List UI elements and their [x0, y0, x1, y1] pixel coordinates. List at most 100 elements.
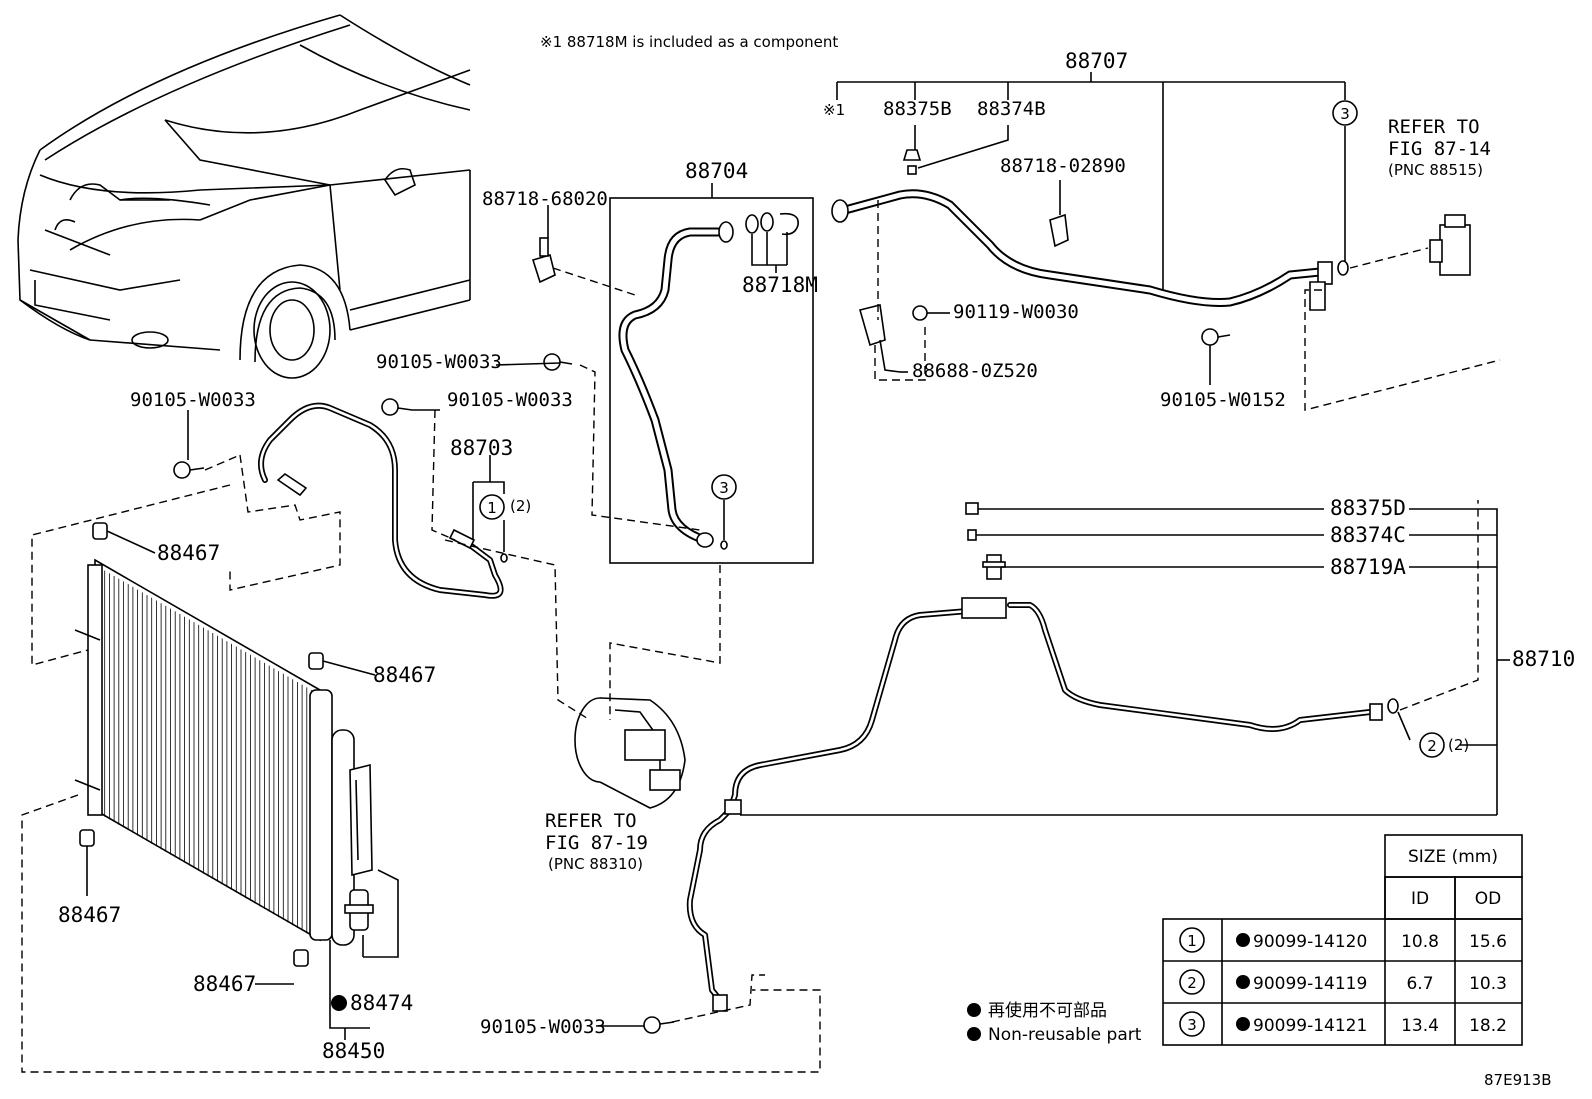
- label-88375B: 88375B: [883, 98, 952, 120]
- svg-text:REFER TO: REFER TO: [545, 810, 637, 832]
- cooler-pipe-88707: [831, 189, 1349, 311]
- label-88467-d: 88467: [193, 972, 256, 996]
- size-col-od: OD: [1475, 889, 1501, 909]
- size-header: SIZE (mm): [1408, 847, 1498, 867]
- label-88718-02890: 88718-02890: [1000, 155, 1126, 177]
- label-88703: 88703: [450, 436, 513, 460]
- refer-note-expansion-valve: REFER TO FIG 87-14 (PNC 88515): [1388, 116, 1491, 179]
- label-88467-a: 88467: [157, 541, 220, 565]
- svg-text:2: 2: [1187, 974, 1197, 992]
- table-row: 1 90099-14120 10.8 15.6: [1179, 927, 1507, 953]
- bolt-90119: [912, 305, 937, 321]
- bushing-88467-d: [293, 949, 309, 967]
- svg-text:3: 3: [1187, 1016, 1197, 1034]
- drier-element-88474: [344, 763, 374, 931]
- svg-text:90099-14119: 90099-14119: [1253, 974, 1367, 994]
- svg-text:(PNC 88515): (PNC 88515): [1388, 161, 1483, 179]
- suction-hose-88704: [609, 197, 814, 564]
- label-90105-w0033-a: 90105-W0033: [376, 351, 502, 373]
- svg-text:90099-14121: 90099-14121: [1253, 1016, 1367, 1036]
- label-qty-2-b: (2): [1448, 736, 1469, 754]
- part-labels: 88707 ※1 88375B 88374B 88718-02890 90119…: [58, 49, 1575, 1063]
- svg-text:13.4: 13.4: [1401, 1016, 1439, 1036]
- circled-number-3-top: 3: [1332, 100, 1358, 126]
- svg-text:(PNC 88310): (PNC 88310): [548, 855, 643, 873]
- label-88467-c: 88467: [58, 903, 121, 927]
- compressor: [574, 697, 686, 809]
- liquid-tube-88710: [686, 597, 1399, 1012]
- svg-text:FIG 87-14: FIG 87-14: [1388, 138, 1491, 160]
- bushing-88467-b: [308, 652, 324, 670]
- non-reusable-dot-88474: [331, 995, 347, 1011]
- label-88707: 88707: [1065, 49, 1128, 73]
- table-row: 2 90099-14119 6.7 10.3: [1179, 969, 1507, 995]
- label-90105-w0033-c: 90105-W0033: [130, 389, 256, 411]
- discharge-hose-88703: [258, 402, 504, 599]
- label-88718M: 88718M: [742, 273, 818, 297]
- bolt-90105-a: [543, 353, 573, 371]
- svg-text:10.3: 10.3: [1469, 974, 1507, 994]
- o-ring-markers: [500, 540, 728, 563]
- label-mark1: ※1: [823, 101, 845, 119]
- label-88450: 88450: [322, 1039, 385, 1063]
- svg-text:3: 3: [1340, 105, 1350, 123]
- label-88719A: 88719A: [1330, 555, 1406, 579]
- label-88688-0z520: 88688-0Z520: [912, 360, 1038, 382]
- bracket-88688: [859, 304, 901, 373]
- vehicle-illustration: [17, 14, 471, 379]
- expansion-valve: [1429, 214, 1471, 276]
- size-table: SIZE (mm) ID OD 1 90099-14120 10.8 15.6 …: [1162, 834, 1523, 1046]
- bushing-88467-a: [92, 522, 108, 540]
- svg-text:FIG 87-19: FIG 87-19: [545, 832, 648, 854]
- svg-text:6.7: 6.7: [1406, 974, 1433, 994]
- table-row: 3 90099-14121 13.4 18.2: [1179, 1011, 1507, 1037]
- cap-88375B: [902, 149, 922, 161]
- svg-text:10.8: 10.8: [1401, 932, 1439, 952]
- size-col-id: ID: [1411, 889, 1429, 909]
- cap-88374B: [907, 165, 917, 175]
- figure-code: 87E913B: [1484, 1071, 1552, 1089]
- legend-line-en: Non-reusable part: [988, 1025, 1142, 1045]
- label-qty-2-a: (2): [510, 497, 531, 515]
- label-90105-w0033-d: 90105-W0033: [480, 1016, 606, 1038]
- svg-text:15.6: 15.6: [1469, 932, 1507, 952]
- condenser: [74, 558, 355, 946]
- bolt-90105-d: [643, 1016, 675, 1034]
- bolt-90105-c: [173, 461, 205, 479]
- cap-88375D: [965, 502, 979, 515]
- component-note: ※1 88718M is included as a component: [540, 33, 838, 51]
- svg-text:90099-14120: 90099-14120: [1253, 932, 1367, 952]
- legend-line-jp: 再使用不可部品: [988, 1000, 1107, 1021]
- svg-text:REFER TO: REFER TO: [1388, 116, 1480, 138]
- circled-number-1: 1: [479, 494, 505, 520]
- legend: 再使用不可部品 Non-reusable part: [967, 1000, 1142, 1045]
- bushing-88467-c: [79, 829, 95, 847]
- label-88467-b: 88467: [373, 663, 436, 687]
- svg-text:1: 1: [487, 499, 497, 517]
- label-88474: 88474: [350, 991, 413, 1015]
- bolt-90105-w0152: [1201, 328, 1231, 346]
- circled-number-3-mid: 3: [711, 474, 737, 500]
- label-88374C: 88374C: [1330, 523, 1406, 547]
- svg-text:18.2: 18.2: [1469, 1016, 1507, 1036]
- label-88374B: 88374B: [977, 98, 1046, 120]
- label-88704: 88704: [685, 159, 748, 183]
- label-90105-w0152: 90105-W0152: [1160, 389, 1286, 411]
- valve-88719A: [982, 554, 1006, 580]
- clip-88718-02890: [1049, 213, 1069, 248]
- refer-note-compressor: REFER TO FIG 87-19 (PNC 88310): [545, 810, 648, 873]
- label-88375D: 88375D: [1330, 496, 1406, 520]
- label-90105-w0033-b: 90105-W0033: [447, 389, 573, 411]
- cap-88374C: [967, 529, 977, 541]
- clip-88718-68020: [531, 237, 556, 284]
- svg-text:1: 1: [1187, 932, 1197, 950]
- leader-lines: [21, 72, 1510, 1073]
- circled-number-2: 2: [1419, 732, 1445, 758]
- label-88710: 88710: [1512, 647, 1575, 671]
- svg-text:2: 2: [1427, 737, 1437, 755]
- bolt-90105-b: [381, 398, 413, 416]
- label-88718-68020: 88718-68020: [482, 188, 608, 210]
- label-90119-w0030: 90119-W0030: [953, 301, 1079, 323]
- svg-text:3: 3: [719, 479, 729, 497]
